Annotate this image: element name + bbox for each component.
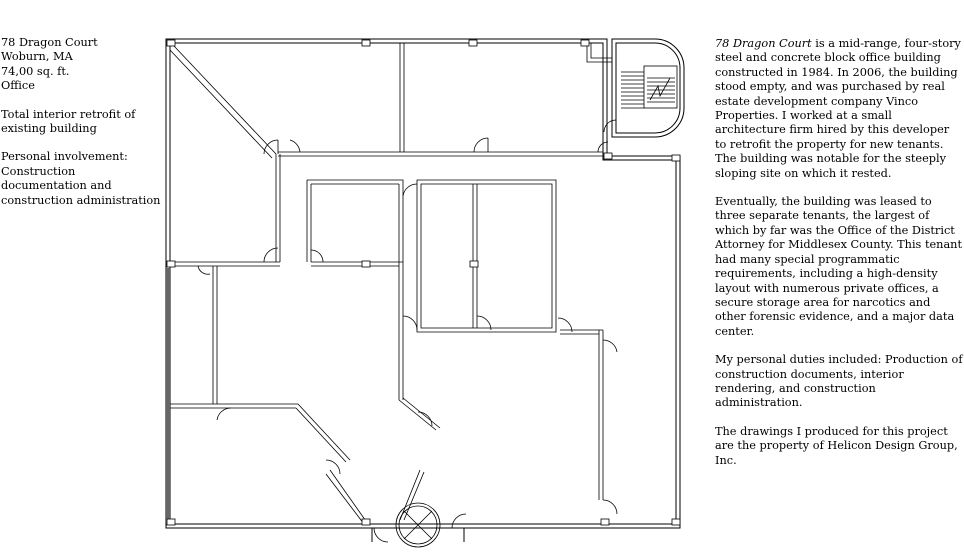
stair-tower [586,38,685,138]
project-area: 74,00 sq. ft. [1,64,70,78]
project-description: 78 Dragon Court is a mid-range, four-sto… [715,37,963,482]
project-use: Office [1,79,35,93]
involvement-text: Construction documentation and construct… [1,164,161,207]
structural-columns [166,39,681,526]
description-title: 78 Dragon Court [715,37,812,50]
description-paragraph-3: My personal duties included: Production … [715,353,963,410]
west-window-band [166,268,170,524]
entry-revolving-door [371,502,465,548]
interior-partitions [169,43,604,525]
involvement-heading: Personal involvement: [1,150,128,164]
project-location: Woburn, MA [1,50,73,64]
project-info: 78 Dragon Court Woburn, MA 74,00 sq. ft.… [1,36,161,222]
project-name: 78 Dragon Court [1,36,98,49]
description-paragraph-2: Eventually, the building was leased to t… [715,195,962,338]
project-scope: Total interior retrofit of existing buil… [1,107,136,136]
doors [197,137,618,543]
description-paragraph-1: is a mid-range, four-story steel and con… [715,37,961,180]
description-paragraph-4: The drawings I produced for this project… [715,424,958,467]
